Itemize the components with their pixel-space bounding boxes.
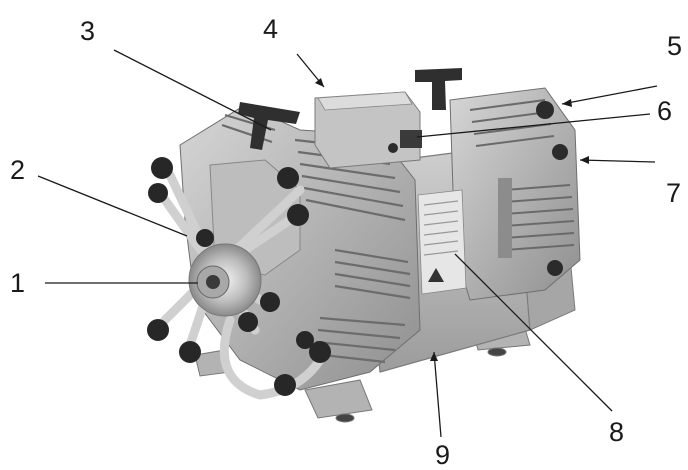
arrowheads: [315, 78, 589, 361]
right-head: [449, 87, 581, 301]
callout-6: 6: [657, 96, 673, 126]
callout-1: 1: [10, 268, 26, 298]
leader-6: [416, 113, 651, 138]
name-plate: [417, 189, 467, 295]
callout-5: 5: [667, 31, 683, 61]
leader-2: [37, 175, 188, 237]
callout-8: 8: [609, 417, 625, 447]
knobs: [147, 157, 331, 396]
callout-3: 3: [80, 16, 96, 46]
leader-3: [113, 49, 272, 131]
hub: [188, 243, 262, 317]
callout-7: 7: [666, 178, 682, 208]
leader-7: [579, 159, 656, 163]
t-handles: [238, 68, 462, 150]
leader-8: [454, 253, 613, 412]
callout-2: 2: [10, 155, 26, 185]
junction-box: [314, 91, 422, 169]
callout-4: 4: [263, 14, 279, 44]
leader-lines: [37, 49, 658, 438]
leader-5: [561, 85, 658, 105]
leader-9: [433, 351, 442, 438]
callout-9: 9: [435, 440, 451, 470]
